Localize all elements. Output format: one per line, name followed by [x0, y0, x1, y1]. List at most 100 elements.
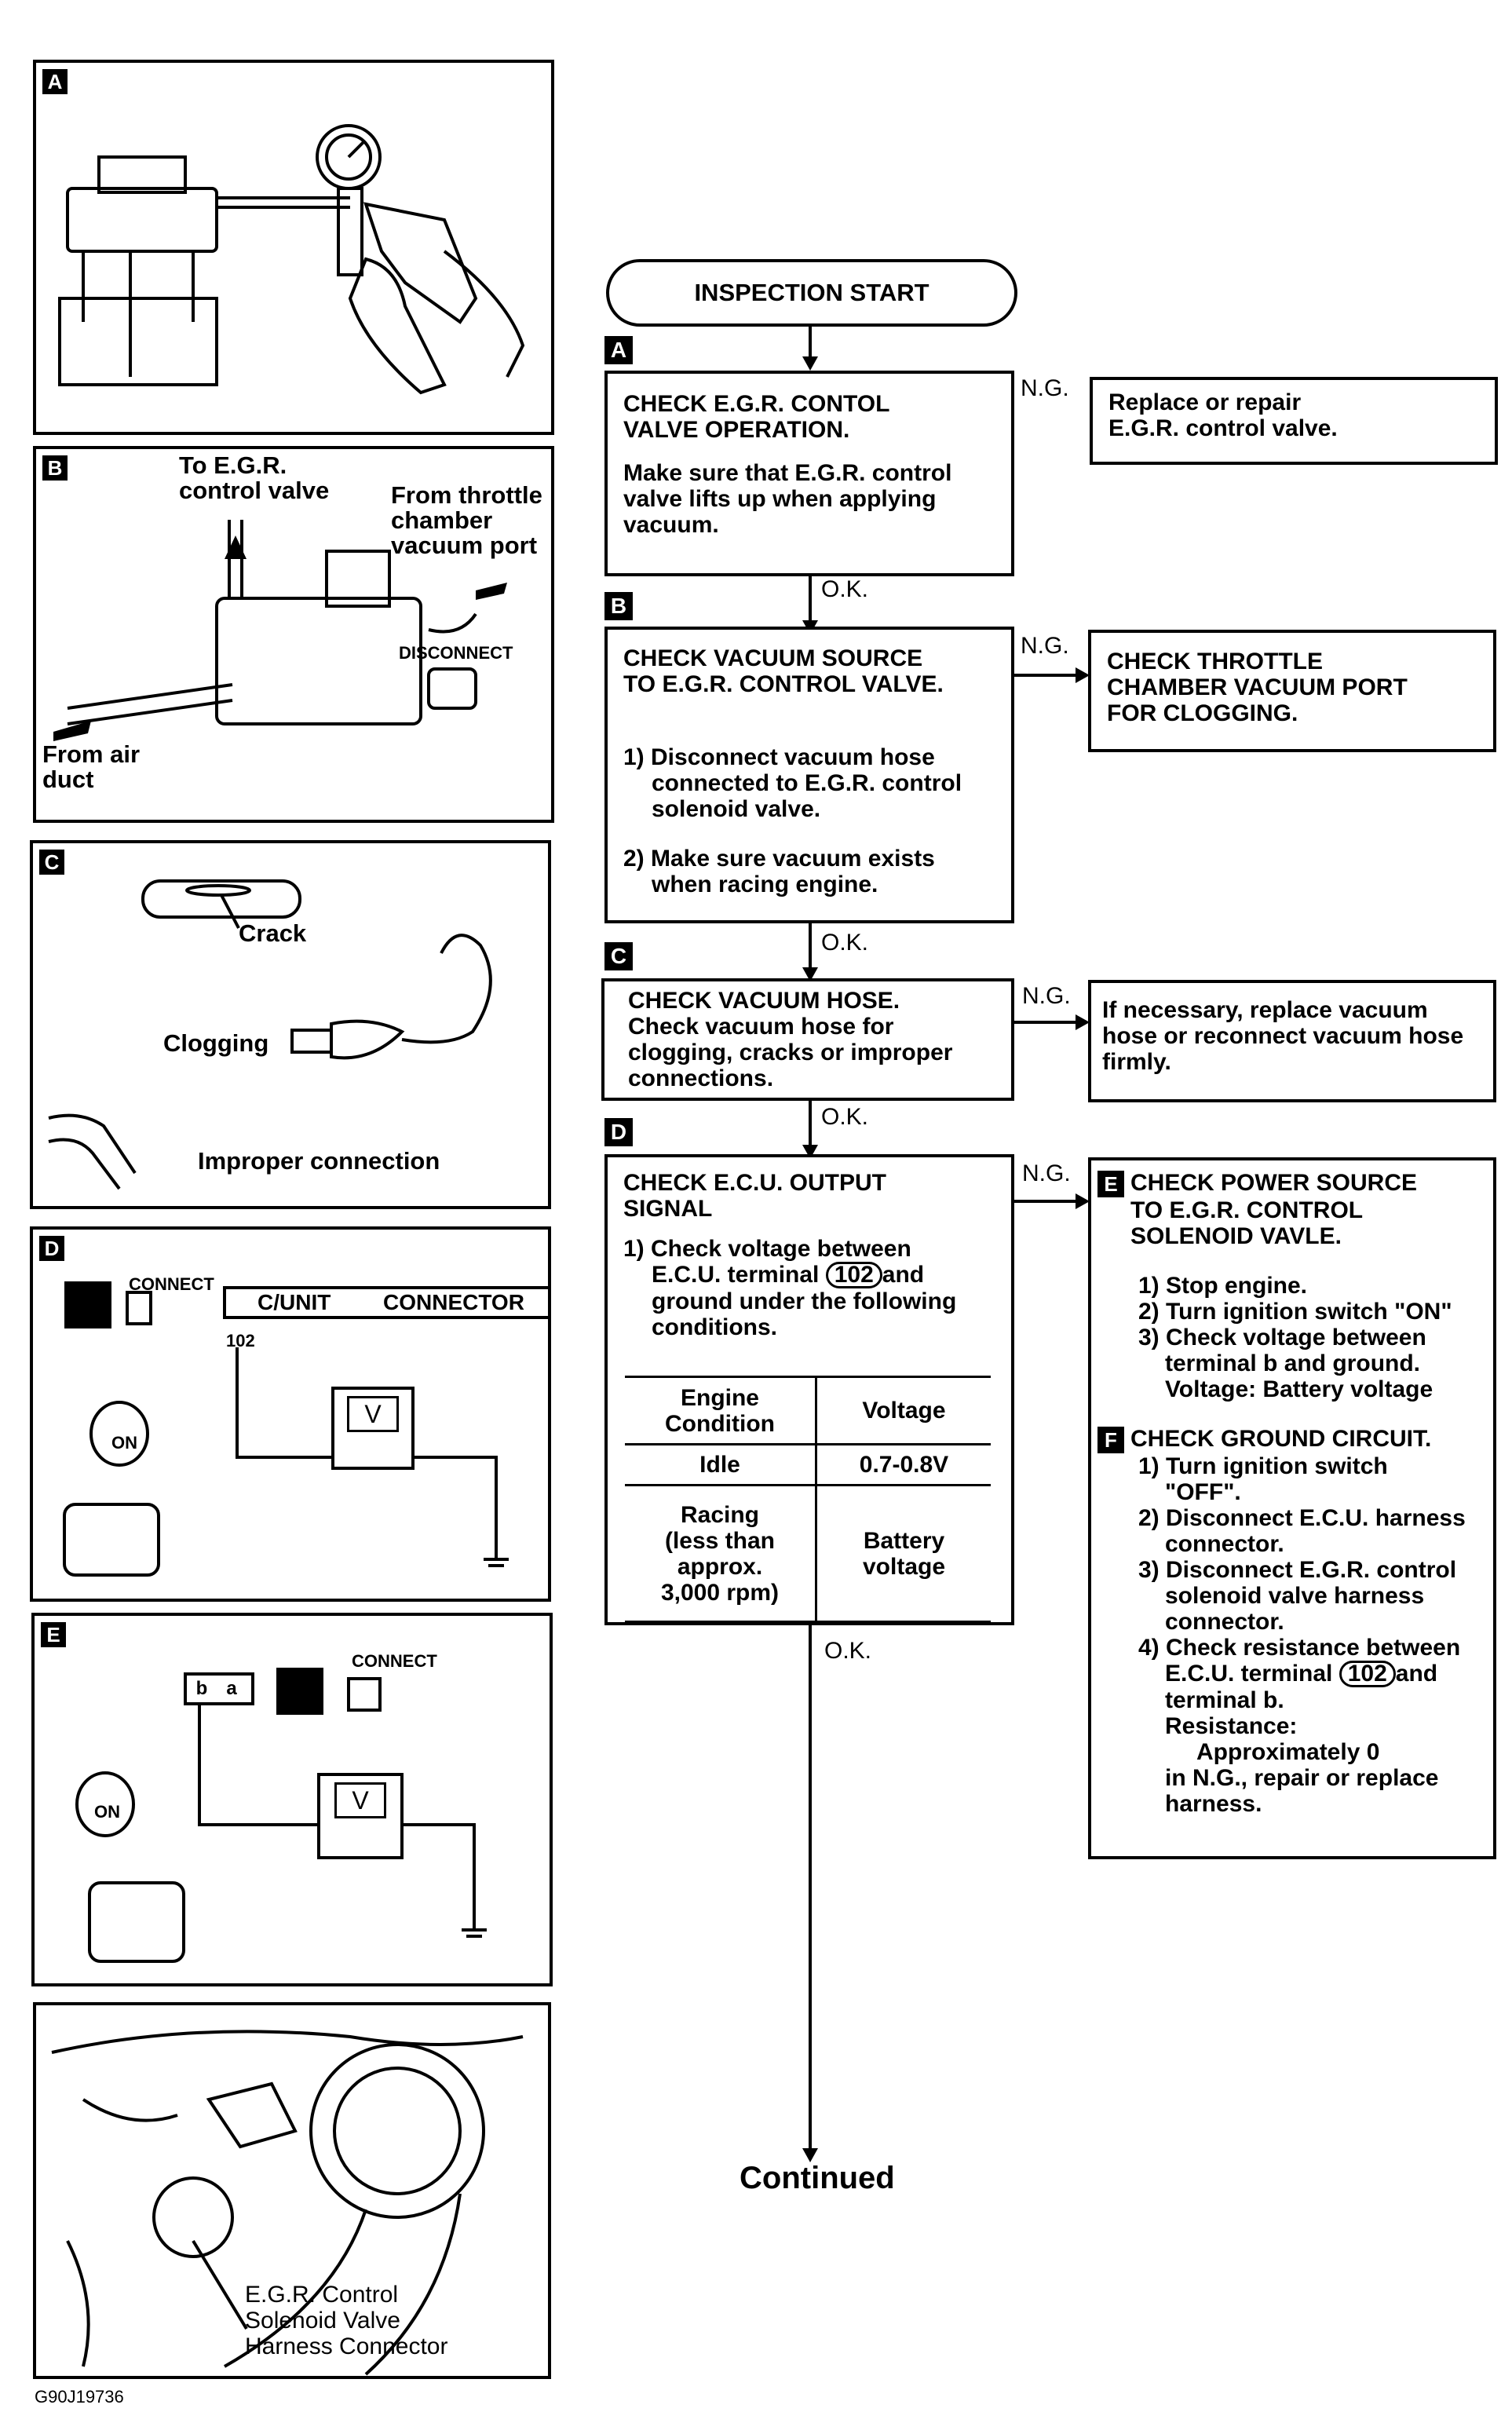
clogging-label: Clogging [163, 1029, 269, 1057]
cell-idle: Idle [699, 1452, 740, 1478]
power-source-illustration [75, 1668, 487, 1963]
result-f-item-10: Resistance: [1165, 1713, 1298, 1740]
cell-idle-voltage: 0.7-0.8V [859, 1452, 949, 1478]
step-c-body-3: connections. [628, 1065, 774, 1091]
cell-racing-voltage-2: voltage [862, 1553, 946, 1580]
result-b-box: CHECK THROTTLE CHAMBER VACUUM PORT FOR C… [1088, 630, 1496, 752]
vacuum-pump-illustration [58, 124, 525, 395]
ecu-terminal-badge-f: 102 [1339, 1661, 1396, 1688]
step-a-body-2: valve lifts up when applying [623, 486, 937, 512]
header-condition-line-2: Condition [665, 1410, 775, 1437]
header-condition-line-1: Engine [680, 1384, 759, 1411]
result-c-line-2: hose or reconnect vacuum hose [1102, 1023, 1464, 1049]
ok-label-c: O.K. [821, 1104, 869, 1130]
result-c-line-3: firmly. [1102, 1049, 1171, 1075]
row-racing-voltage: Battery voltage [816, 1484, 991, 1622]
panel-b-solenoid-valve: B To E.G.R. control valve From throttle … [33, 446, 554, 823]
result-f-title-text: CHECK GROUND CIRCUIT. [1130, 1426, 1432, 1453]
step-b-item1-1: 1) Disconnect vacuum hose [623, 744, 935, 770]
step-d-item1-a: 1) Check voltage between [623, 1236, 911, 1262]
result-f-item-6: solenoid valve harness [1165, 1583, 1425, 1610]
panel-f-connector-location: E.G.R. Control Solenoid Valve Harness Co… [33, 2002, 551, 2379]
step-c-body-2: clogging, cracks or improper [628, 1040, 953, 1065]
result-f-item-7: connector. [1165, 1609, 1284, 1635]
voltmeter-d: V [331, 1387, 415, 1470]
result-e-label: E [1097, 1171, 1124, 1198]
panel-d-ecu-voltage: D CONNECT C/UNIT CONNECTOR 102 V ON [30, 1226, 551, 1602]
terminal-label-d: 102 [226, 1331, 255, 1350]
ok-label-b: O.K. [821, 930, 869, 956]
step-a-title-1: CHECK E.G.R. CONTOL [623, 391, 890, 417]
header-voltage: Voltage [816, 1376, 991, 1445]
voltmeter-symbol-e: V [334, 1782, 386, 1818]
result-f-item-5: 3) Disconnect E.G.R. control [1138, 1557, 1457, 1584]
step-b-item2-2: when racing engine. [652, 872, 878, 897]
step-c-body-1: Check vacuum hose for [628, 1014, 894, 1040]
cunit-connector: C/UNIT CONNECTOR [223, 1286, 548, 1319]
step-d-title-2: SIGNAL [623, 1196, 713, 1222]
ignition-on-d: ON [111, 1433, 137, 1453]
ecu-voltage-illustration [63, 1281, 509, 1577]
step-d-item1-b-post: and [882, 1262, 925, 1288]
step-b-item2-1: 2) Make sure vacuum exists [623, 846, 935, 872]
result-f-term-pre: E.C.U. terminal [1165, 1661, 1333, 1687]
result-e-item-3: 3) Check voltage between [1138, 1325, 1426, 1351]
result-f-item-8: 4) Check resistance between [1138, 1635, 1461, 1661]
result-f-item-1: 1) Turn ignition switch [1138, 1453, 1388, 1480]
result-f-item-12: in N.G., repair or replace [1165, 1765, 1439, 1792]
step-b-title-1: CHECK VACUUM SOURCE [623, 645, 923, 671]
result-e-item-4: terminal b and ground. [1165, 1350, 1421, 1377]
step-b-title-2: TO E.G.R. CONTROL VALVE. [623, 671, 944, 697]
ng-label-b: N.G. [1021, 633, 1069, 659]
step-a-body-3: vacuum. [623, 512, 719, 538]
table-row: Racing (less than approx. 3,000 rpm) Bat… [625, 1484, 991, 1622]
cell-racing-3: approx. [677, 1553, 763, 1580]
callout-line-2: Solenoid Valve [245, 2308, 400, 2333]
result-f-item-4: connector. [1165, 1531, 1284, 1558]
result-f-item-2: "OFF". [1165, 1479, 1241, 1506]
crack-label: Crack [239, 919, 307, 947]
panel-label-c: C [39, 850, 64, 875]
result-c-box: If necessary, replace vacuum hose or rec… [1088, 980, 1496, 1102]
ng-label-a: N.G. [1021, 375, 1069, 401]
row-idle-voltage: 0.7-0.8V [816, 1443, 991, 1486]
panel-c-vacuum-hose: C Crack Clogging Improper connection [30, 840, 551, 1209]
step-d-item1-c: ground under the following [652, 1288, 957, 1314]
step-d-title-1: CHECK E.C.U. OUTPUT [623, 1170, 887, 1196]
solenoid-valve-illustration [53, 520, 507, 741]
result-b-line-2: CHAMBER VACUUM PORT [1107, 674, 1408, 700]
connect-label-e: CONNECT [352, 1651, 437, 1671]
result-c-line-1: If necessary, replace vacuum [1102, 997, 1428, 1023]
voltmeter-symbol-d: V [347, 1396, 399, 1432]
result-a-box: Replace or repair E.G.R. control valve. [1090, 377, 1498, 465]
pin-b: b [195, 1678, 208, 1699]
cell-racing-voltage-1: Battery [863, 1527, 945, 1554]
result-b-line-1: CHECK THROTTLE [1107, 649, 1323, 674]
flow-label-a: A [604, 336, 633, 364]
connect-label-d: CONNECT [129, 1274, 214, 1294]
result-e-item-1: 1) Stop engine. [1138, 1273, 1308, 1299]
step-a-title-2: VALVE OPERATION. [623, 417, 850, 443]
pin-a: a [226, 1678, 237, 1699]
result-e-title-3: SOLENOID VAVLE. [1130, 1223, 1342, 1250]
panel-label-d: D [39, 1236, 64, 1261]
panel-label-e: E [41, 1622, 66, 1647]
result-f-item-3: 2) Disconnect E.C.U. harness [1138, 1505, 1466, 1532]
step-a-body-1: Make sure that E.G.R. control [623, 460, 952, 486]
row-racing-condition: Racing (less than approx. 3,000 rpm) [625, 1484, 817, 1622]
from-throttle-label-2: chamber [391, 506, 493, 534]
flow-label-c: C [604, 942, 633, 970]
continued-label: Continued [740, 2161, 895, 2195]
result-a-line-2: E.G.R. control valve. [1108, 415, 1338, 441]
table-row: Idle 0.7-0.8V [625, 1443, 991, 1486]
result-f-item-11: Approximately 0 [1196, 1739, 1380, 1766]
cell-racing-4: 3,000 rpm) [660, 1579, 780, 1606]
step-c-title: CHECK VACUUM HOSE. [628, 988, 900, 1014]
